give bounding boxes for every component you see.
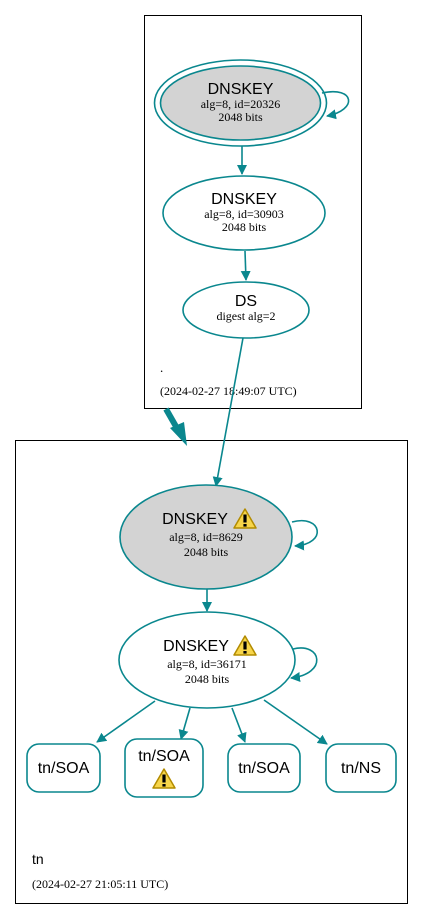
edge-tn-zsk-to-soa-1: [96, 700, 156, 743]
tn-zone-border: [15, 440, 408, 904]
tn-ksk-detail: alg=8, id=8629: [169, 530, 243, 544]
tn-ksk-node[interactable]: DNSKEY alg=8, id=8629 2048 bits: [119, 484, 293, 590]
tn-zsk-node[interactable]: DNSKEY alg=8, id=36171 2048 bits: [118, 611, 296, 709]
root-ksk-title: DNSKEY: [208, 81, 274, 98]
edge-tn-zsk-self: [290, 647, 318, 682]
tn-soa-node-1[interactable]: tn/SOA: [26, 743, 101, 793]
root-zsk-title: DNSKEY: [211, 191, 277, 208]
root-zsk-detail: alg=8, id=30903: [204, 207, 284, 221]
root-ksk-bits: 2048 bits: [218, 110, 263, 124]
root-ksk-node[interactable]: DNSKEY alg=8, id=20326 2048 bits: [153, 59, 328, 147]
ds-detail: digest alg=2: [216, 309, 275, 323]
tn-zsk-bits: 2048 bits: [185, 672, 230, 686]
root-zsk-node[interactable]: DNSKEY alg=8, id=30903 2048 bits: [162, 175, 326, 251]
edge-tn-ksk-self: [291, 519, 318, 551]
tn-zone-timestamp: (2024-02-27 21:05:11 UTC): [32, 877, 168, 891]
edge-tn-zsk-to-soa-2: [178, 707, 191, 740]
tn-zone-name: tn: [32, 851, 44, 867]
tn-ns-label: tn/NS: [341, 760, 381, 777]
tn-ksk-bits: 2048 bits: [184, 545, 229, 559]
ds-node[interactable]: DS digest alg=2: [182, 281, 310, 339]
root-zone-cluster: . (2024-02-27 18:49:07 UTC): [144, 15, 362, 409]
tn-soa-label-2: tn/SOA: [138, 748, 190, 765]
edge-tn-zsk-to-ns: [263, 699, 328, 745]
tn-ns-node[interactable]: tn/NS: [325, 743, 397, 793]
tn-zsk-detail: alg=8, id=36171: [167, 657, 247, 671]
tn-zsk-title: DNSKEY: [163, 638, 229, 655]
tn-ksk-title: DNSKEY: [162, 511, 228, 528]
tn-soa-label-3: tn/SOA: [238, 760, 290, 777]
edge-tn-zsk-to-soa-3: [231, 707, 247, 743]
ds-title: DS: [235, 293, 257, 310]
root-ksk-detail: alg=8, id=20326: [201, 97, 281, 111]
root-zsk-bits: 2048 bits: [222, 220, 267, 234]
root-zone-border: [144, 15, 362, 409]
delegation-arrow: [163, 407, 187, 446]
edges: [96, 90, 350, 745]
tn-soa-node-2[interactable]: tn/SOA: [124, 738, 204, 798]
edge-root-zsk-to-ds: [240, 250, 251, 281]
tn-zone-cluster: tn (2024-02-27 21:05:11 UTC): [15, 440, 408, 904]
tn-soa-label-1: tn/SOA: [38, 760, 90, 777]
root-zone-name: .: [160, 360, 163, 375]
tn-soa-node-3[interactable]: tn/SOA: [227, 743, 301, 793]
root-zone-timestamp: (2024-02-27 18:49:07 UTC): [160, 384, 297, 398]
edge-root-ksk-self: [321, 90, 350, 120]
edge-ds-to-tn-ksk: [212, 337, 244, 487]
